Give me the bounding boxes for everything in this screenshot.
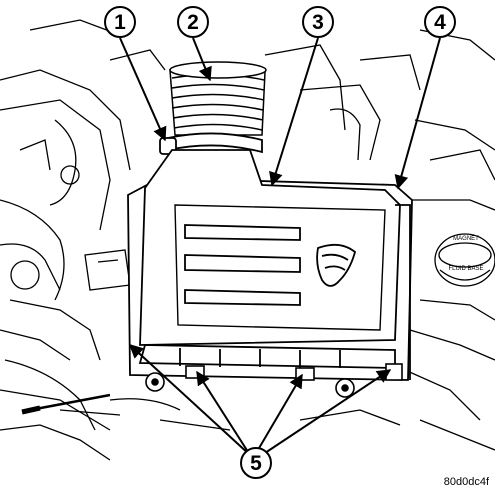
callout-5: 5: [240, 447, 272, 479]
callout-1-label: 1: [114, 11, 126, 34]
callout-5-label: 5: [250, 452, 262, 475]
inlet-tube: [169, 61, 267, 136]
leader-lines: [119, 37, 441, 456]
callout-3: 3: [302, 6, 334, 38]
decal-line-2: FLUID BASE: [448, 266, 483, 272]
callout-1: 1: [104, 6, 136, 38]
callout-2: 2: [177, 6, 209, 38]
callout-4: 4: [424, 6, 456, 38]
figure-id: 80d0dc4f: [443, 476, 489, 488]
callout-2-label: 2: [187, 11, 199, 34]
air-cleaner-housing: [127, 149, 413, 381]
mounting-points: [145, 363, 403, 398]
callout-4-label: 4: [434, 11, 446, 34]
decal-line-1: MAGNET: [453, 236, 479, 242]
callout-3-label: 3: [312, 11, 324, 34]
